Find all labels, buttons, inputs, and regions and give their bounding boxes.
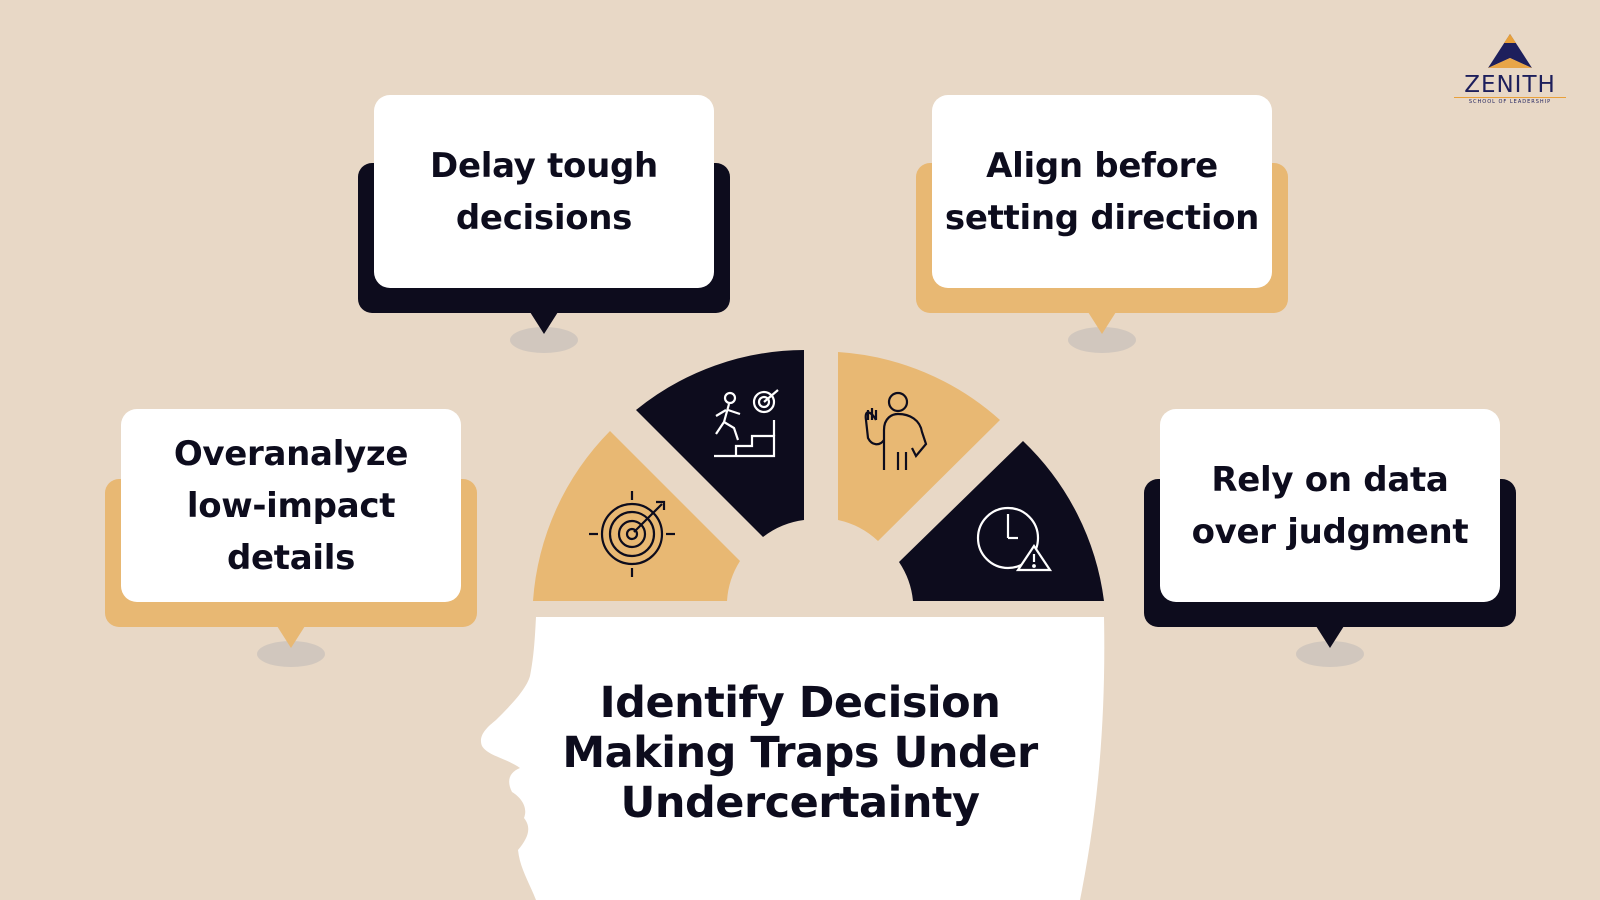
stairs-goal-icon xyxy=(714,389,779,458)
logo-wordmark: ZENITH xyxy=(1464,72,1556,98)
callout-pointer xyxy=(1316,626,1344,648)
segment-rely xyxy=(899,441,1104,601)
segment-overanalyze xyxy=(533,431,740,601)
head-silhouette xyxy=(480,617,1105,900)
callout-text-box: Delay tough decisions xyxy=(374,95,714,288)
segment-align xyxy=(838,352,1000,541)
clock-warning-icon xyxy=(976,506,1053,572)
zenith-logo: ZENITH SCHOOL OF LEADERSHIP xyxy=(1448,32,1572,112)
logo-divider xyxy=(1454,97,1566,98)
logo-tagline: SCHOOL OF LEADERSHIP xyxy=(1468,99,1552,105)
callout-text-box: Align before setting direction xyxy=(932,95,1272,288)
callout-pointer xyxy=(277,626,305,648)
trap-label-overanalyze: Overanalyze low-impact details xyxy=(173,433,409,578)
target-arrow-icon xyxy=(589,491,675,577)
page-title: Identify Decision Making Traps Under Und… xyxy=(562,678,1038,828)
person-stop-hand-icon xyxy=(864,391,928,470)
logo-mark-icon xyxy=(1488,34,1532,68)
trap-label-rely: Rely on data over judgment xyxy=(1191,459,1469,552)
callout-text-box: Rely on data over judgment xyxy=(1160,409,1500,602)
trap-label-align: Align before setting direction xyxy=(944,145,1260,238)
callout-pointer xyxy=(1088,312,1116,334)
callout-text-box: Overanalyze low-impact details xyxy=(121,409,461,602)
callout-pointer xyxy=(530,312,558,334)
trap-label-delay: Delay tough decisions xyxy=(430,145,658,238)
